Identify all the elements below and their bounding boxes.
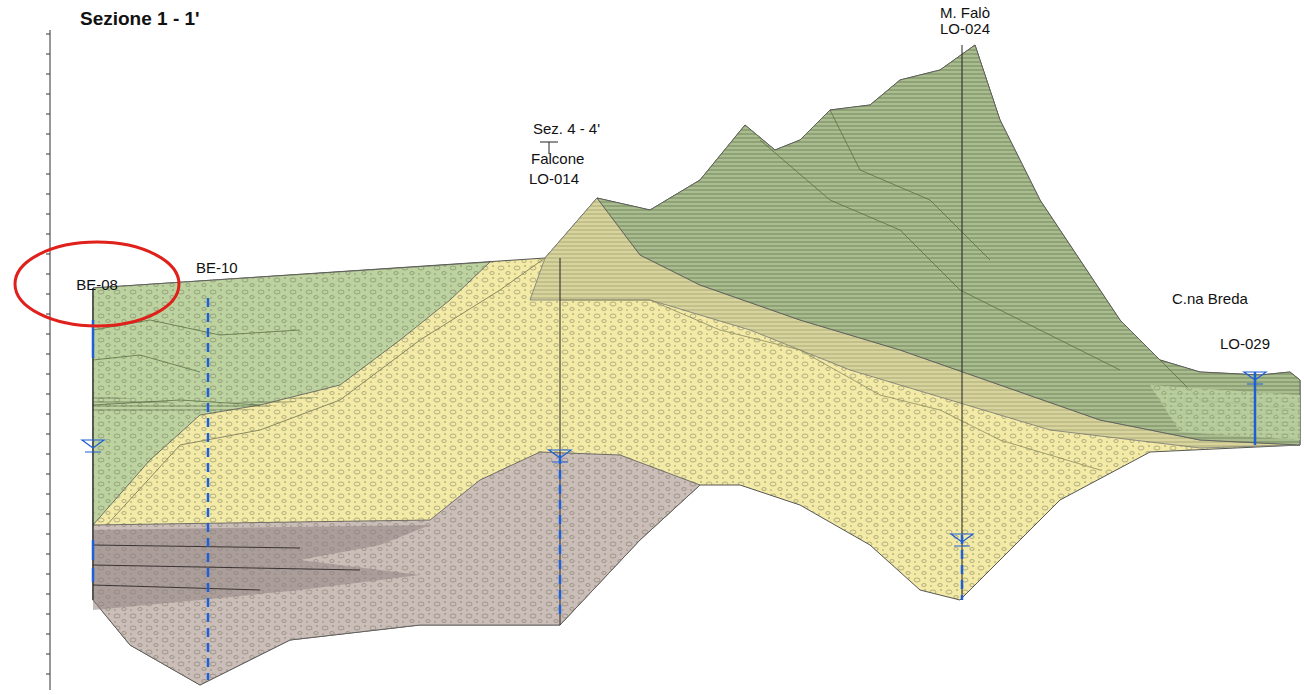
borehole-label: BE-10 bbox=[196, 259, 238, 276]
section-marker: Sez. 4 - 4' bbox=[533, 120, 600, 137]
locality-name: Falcone bbox=[531, 150, 584, 167]
highlight-ellipse: BE-08 bbox=[12, 239, 182, 329]
locality-name: M. Falò bbox=[940, 4, 990, 21]
borehole-label: LO-024 bbox=[940, 20, 990, 37]
section-title: Sezione 1 - 1' bbox=[80, 8, 200, 30]
borehole-label: LO-029 bbox=[1220, 335, 1270, 352]
borehole-label: BE-08 bbox=[12, 276, 182, 293]
locality-name: C.na Breda bbox=[1172, 290, 1248, 307]
borehole-label: LO-014 bbox=[529, 170, 579, 187]
